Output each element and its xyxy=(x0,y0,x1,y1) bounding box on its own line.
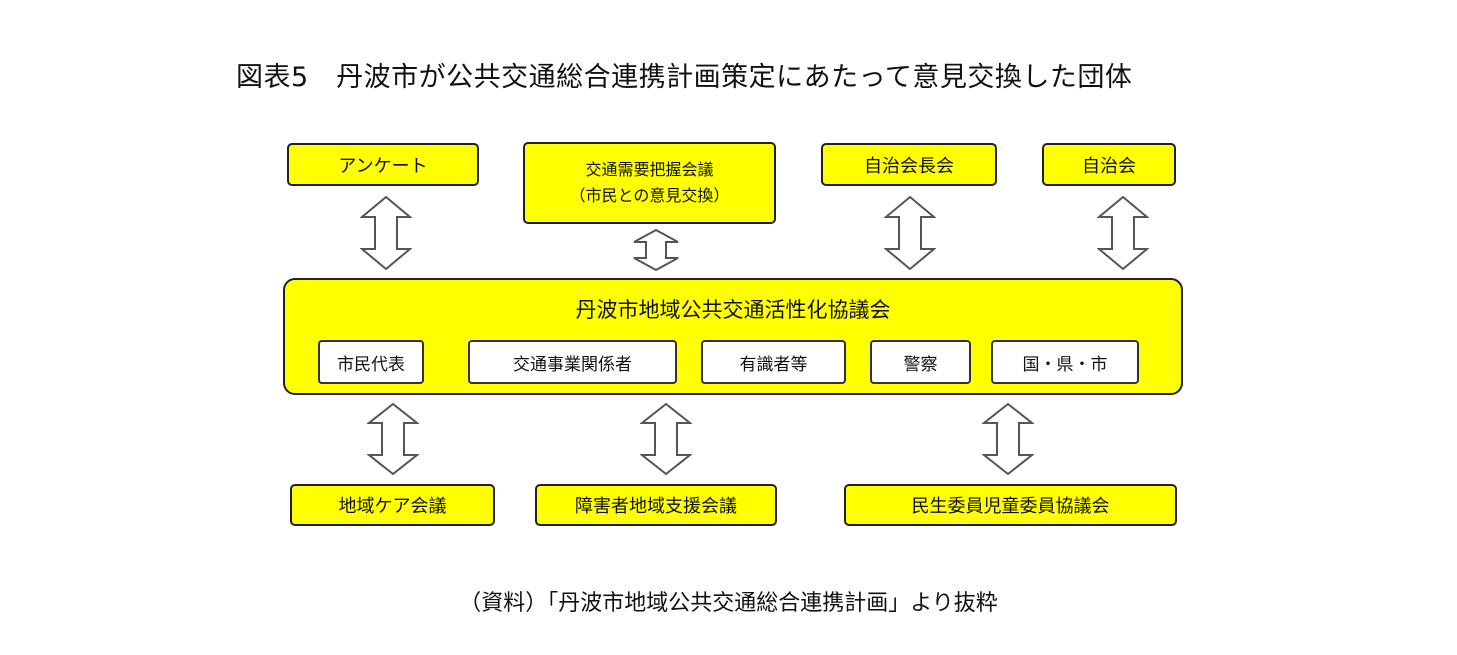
council-title: 丹波市地域公共交通活性化協議会 xyxy=(575,298,891,322)
member-government: 国・県・市 xyxy=(991,340,1139,384)
double-arrow-icon xyxy=(367,402,419,476)
box-welfare-commissioners-council: 民生委員児童委員協議会 xyxy=(844,484,1177,526)
member-police-label: 警察 xyxy=(903,354,938,375)
box-neighborhood-chairs: 自治会長会 xyxy=(821,143,997,186)
box-traffic-demand-meeting: 交通需要把握会議 （市民との意見交換） xyxy=(523,142,776,224)
member-citizen-reps: 市民代表 xyxy=(318,340,424,384)
double-arrow-icon xyxy=(633,228,679,272)
double-arrow-icon xyxy=(884,195,936,271)
box-survey-label: アンケート xyxy=(338,155,428,177)
double-arrow-icon xyxy=(982,402,1034,476)
figure-title: 図表5 丹波市が公共交通総合連携計画策定にあたって意見交換した団体 xyxy=(236,62,1133,93)
box-community-care-meeting: 地域ケア会議 xyxy=(290,484,495,526)
member-police: 警察 xyxy=(870,340,971,384)
double-arrow-icon xyxy=(360,195,412,271)
member-citizen-reps-label: 市民代表 xyxy=(337,354,405,375)
double-arrow-icon xyxy=(640,402,692,476)
double-arrow-icon xyxy=(1097,195,1149,271)
box-traffic-demand-meeting-line1: 交通需要把握会議 xyxy=(585,160,714,179)
box-traffic-demand-meeting-line2: （市民との意見交換） xyxy=(569,186,730,205)
member-transport-operators: 交通事業関係者 xyxy=(468,340,677,384)
council-box: 丹波市地域公共交通活性化協議会 市民代表 交通事業関係者 有識者等 警察 国・県… xyxy=(283,278,1183,395)
box-survey: アンケート xyxy=(287,143,479,186)
member-transport-operators-label: 交通事業関係者 xyxy=(513,354,632,375)
member-government-label: 国・県・市 xyxy=(1022,354,1108,375)
box-neighborhood-chairs-label: 自治会長会 xyxy=(864,155,954,177)
box-disability-support-meeting: 障害者地域支援会議 xyxy=(535,484,777,526)
box-neighborhood-association: 自治会 xyxy=(1042,143,1176,186)
member-experts: 有識者等 xyxy=(701,340,846,384)
member-experts-label: 有識者等 xyxy=(739,354,808,375)
box-community-care-meeting-label: 地域ケア会議 xyxy=(338,496,447,517)
source-note: （資料）「丹波市地域公共交通総合連携計画」より抜粋 xyxy=(459,591,998,616)
box-welfare-commissioners-council-label: 民生委員児童委員協議会 xyxy=(911,496,1110,517)
box-neighborhood-association-label: 自治会 xyxy=(1082,155,1136,177)
box-disability-support-meeting-label: 障害者地域支援会議 xyxy=(575,496,737,517)
